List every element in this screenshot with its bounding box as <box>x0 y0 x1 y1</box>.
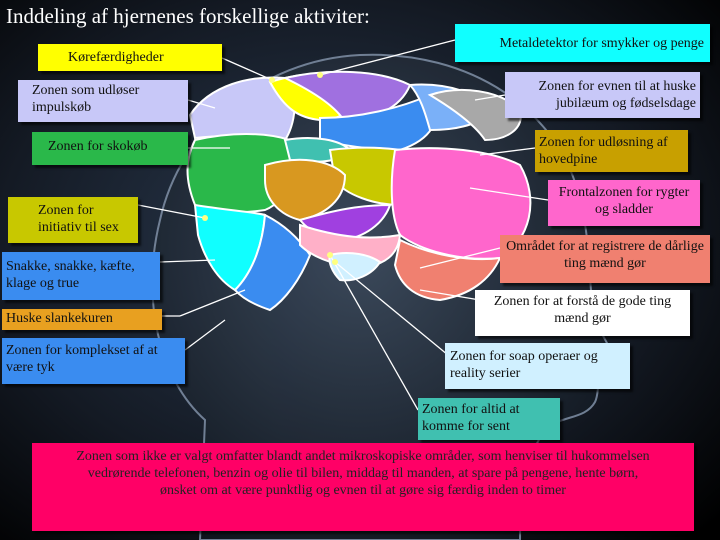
label-korefaerdigheder-text: Kørefærdigheder <box>68 50 164 65</box>
label-daarlige-ting-text: Området for at registrere de dårlige tin… <box>506 239 704 271</box>
label-frontalzonen: Frontalzonen for rygter og sladder <box>548 180 700 226</box>
region-salmon <box>393 238 502 302</box>
region-orange <box>264 158 347 222</box>
label-bottom-note: Zonen som ikke er valgt omfatter blandt … <box>32 443 694 531</box>
label-soap: Zonen for soap operaer og reality serier <box>445 343 630 389</box>
label-jubilaeum-text: Zonen for evnen til at huske jubilæum og… <box>538 79 696 111</box>
label-impulskob: Zonen som udløser impulskøb <box>18 80 188 122</box>
label-daarlige-ting: Området for at registrere de dårlige tin… <box>500 235 710 283</box>
connector-dots <box>202 72 338 265</box>
label-gode-ting-text: Zonen for at forstå de gode ting mænd gø… <box>493 294 672 326</box>
region-paleblue <box>328 252 382 282</box>
label-skokob: Zonen for skokøb <box>32 132 188 165</box>
label-altid-at: Zonen for altid at komme for sent <box>418 398 560 440</box>
label-frontalzonen-text: Frontalzonen for rygter og sladder <box>558 185 690 217</box>
label-impulskob-text: Zonen som udløser impulskøb <box>32 83 140 115</box>
label-metaldetektor: Metaldetektor for smykker og penge <box>455 24 710 62</box>
page-title: Inddeling af hjernenes forskellige aktiv… <box>6 4 370 28</box>
label-altid-at-text: Zonen for altid at komme for sent <box>422 402 520 434</box>
brain-regions <box>186 70 532 312</box>
label-skokob-text: Zonen for skokøb <box>48 139 148 154</box>
label-hovedpine: Zonen for udløsning af hovedpine <box>535 130 688 172</box>
label-initiativ: Zonen for initiativ til sex <box>8 197 138 243</box>
label-metaldetektor-text: Metaldetektor for smykker og penge <box>499 36 705 51</box>
label-bottom-note-text: Zonen som ikke er valgt omfatter blandt … <box>76 449 650 498</box>
label-soap-text: Zonen for soap operaer og reality serier <box>450 349 598 381</box>
region-purple <box>281 70 412 124</box>
region-lightpink <box>299 223 402 270</box>
label-gode-ting: Zonen for at forstå de gode ting mænd gø… <box>475 290 690 336</box>
region-blue2 <box>233 213 312 312</box>
label-snakke: Snakke, snakke, kæfte, klage og true <box>2 252 160 300</box>
label-kompleks-text: Zonen for komplekset af at være tyk <box>6 343 158 375</box>
label-korefaerdigheder: Kørefærdigheder <box>38 44 222 71</box>
label-initiativ-text: Zonen for initiativ til sex <box>38 203 119 235</box>
label-hovedpine-text: Zonen for udløsning af hovedpine <box>539 135 668 167</box>
label-jubilaeum: Zonen for evnen til at huske jubilæum og… <box>505 72 700 118</box>
label-slankekuren-text: Huske slankekuren <box>6 311 113 326</box>
label-snakke-text: Snakke, snakke, kæfte, klage og true <box>6 259 135 291</box>
region-gray <box>427 89 522 142</box>
connector-lines <box>137 39 549 411</box>
label-kompleks: Zonen for komplekset af at være tyk <box>2 338 185 384</box>
label-slankekuren: Huske slankekuren <box>2 309 162 330</box>
